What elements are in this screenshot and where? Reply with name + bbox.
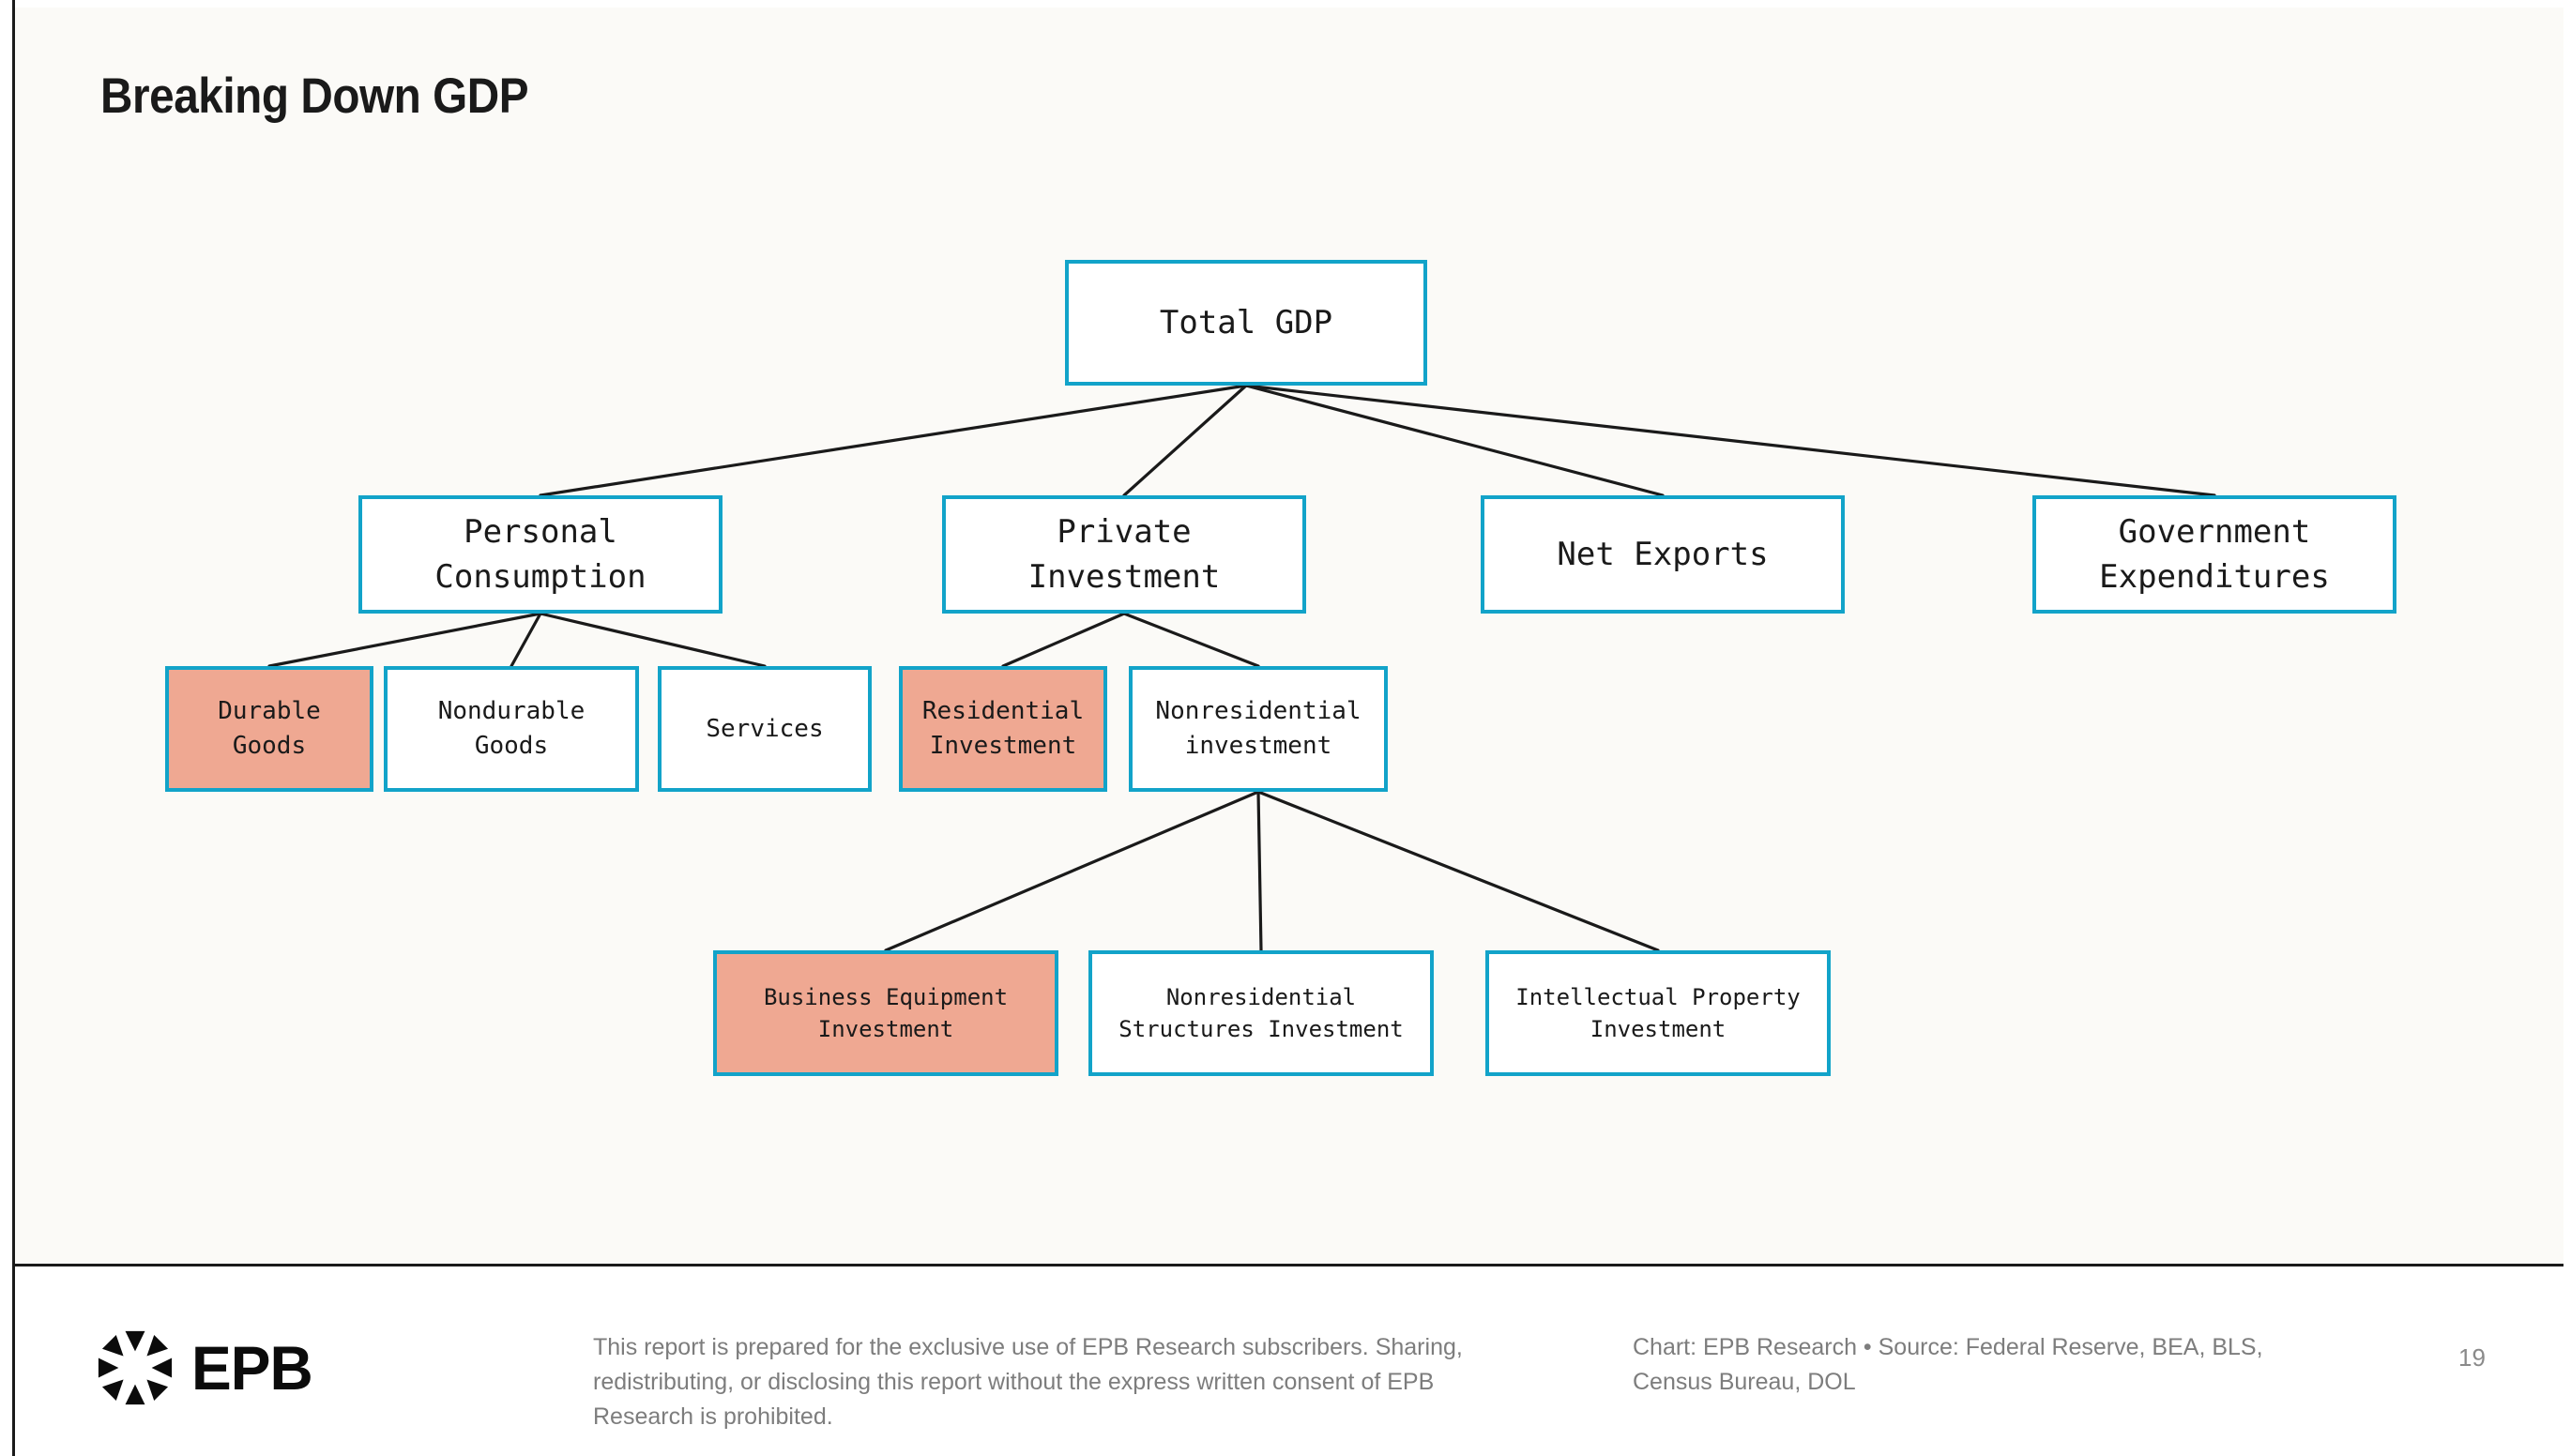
connector-nonresidential-investment-to-nonresidential-structures xyxy=(1256,790,1263,952)
tree-node-nondurable-goods: Nondurable Goods xyxy=(384,666,639,792)
tree-node-nonresidential-structures: Nonresidential Structures Investment xyxy=(1088,950,1434,1076)
tree-node-label: Nonresidential Structures Investment xyxy=(1118,983,1404,1042)
epb-starburst-icon xyxy=(94,1327,176,1409)
starburst-wedge xyxy=(125,1330,145,1352)
tree-node-label: Net Exports xyxy=(1557,535,1769,573)
tree-node-net-exports: Net Exports xyxy=(1481,495,1845,614)
connector-total-gdp-to-private-investment xyxy=(1122,384,1248,497)
footer-disclaimer: This report is prepared for the exclusiv… xyxy=(593,1334,1463,1430)
tree-node-label: Government Expenditures xyxy=(2099,512,2330,596)
tree-node-label: Intellectual Property Investment xyxy=(1515,983,1801,1042)
tree-node-label: Business Equipment Investment xyxy=(763,983,1009,1042)
tree-node-private-investment: Private Investment xyxy=(942,495,1306,614)
starburst-wedge xyxy=(101,1334,124,1357)
connector-personal-consumption-to-durable-goods xyxy=(267,612,542,668)
tree-node-label: Private Investment xyxy=(1027,512,1221,596)
tree-node-services: Services xyxy=(658,666,872,792)
connector-private-investment-to-nonresidential-investment xyxy=(1122,612,1260,668)
tree-node-total-gdp: Total GDP xyxy=(1065,260,1427,386)
connector-nonresidential-investment-to-business-equipment xyxy=(884,790,1260,952)
starburst-wedge xyxy=(146,1379,169,1402)
connector-total-gdp-to-personal-consumption xyxy=(539,384,1248,497)
starburst-wedge xyxy=(151,1357,173,1378)
tree-node-label: Total GDP xyxy=(1159,303,1333,341)
tree-node-label: Nonresidential investment xyxy=(1155,697,1362,760)
gdp-breakdown-tree: Total GDP Personal Consumption Private Inv… xyxy=(165,260,2396,1076)
left-edge-rail xyxy=(12,0,15,1456)
page-number: 19 xyxy=(2458,1343,2486,1372)
tree-node-personal-consumption: Personal Consumption xyxy=(358,495,723,614)
tree-node-label: Residential Investment xyxy=(921,697,1085,760)
tree-node-residential-investment: Residential Investment xyxy=(899,666,1107,792)
starburst-wedge xyxy=(101,1379,124,1402)
page-title: Breaking Down GDP xyxy=(100,68,529,124)
tree-node-label: Durable Goods xyxy=(218,697,321,760)
epb-logo-text: EPB xyxy=(191,1333,313,1403)
tree-node-intellectual-property: Intellectual Property Investment xyxy=(1485,950,1831,1076)
connector-personal-consumption-to-services xyxy=(539,612,767,668)
epb-logo: EPB xyxy=(94,1327,316,1409)
connector-nonresidential-investment-to-intellectual-property xyxy=(1256,790,1660,952)
tree-node-durable-goods: Durable Goods xyxy=(165,666,373,792)
tree-node-label: Nondurable Goods xyxy=(437,697,586,760)
tree-node-label: Services xyxy=(706,714,824,743)
connector-personal-consumption-to-nondurable-goods xyxy=(510,612,542,668)
starburst-wedge xyxy=(98,1357,119,1378)
tree-node-label: Personal Consumption xyxy=(434,512,647,596)
tree-node-business-equipment: Business Equipment Investment xyxy=(713,950,1058,1076)
starburst-wedge xyxy=(146,1334,169,1357)
tree-node-government-expenditures: Government Expenditures xyxy=(2032,495,2396,614)
connector-private-investment-to-residential-investment xyxy=(1001,612,1126,668)
footer-source-attribution: Chart: EPB Research • Source: Federal Re… xyxy=(1633,1334,2263,1395)
tree-node-nonresidential-investment: Nonresidential investment xyxy=(1129,666,1388,792)
connector-total-gdp-to-government-expenditures xyxy=(1244,384,2216,497)
slide-footer: EPB xyxy=(15,1266,2563,1456)
starburst-wedge xyxy=(125,1384,145,1405)
connector-total-gdp-to-net-exports xyxy=(1244,384,1665,497)
